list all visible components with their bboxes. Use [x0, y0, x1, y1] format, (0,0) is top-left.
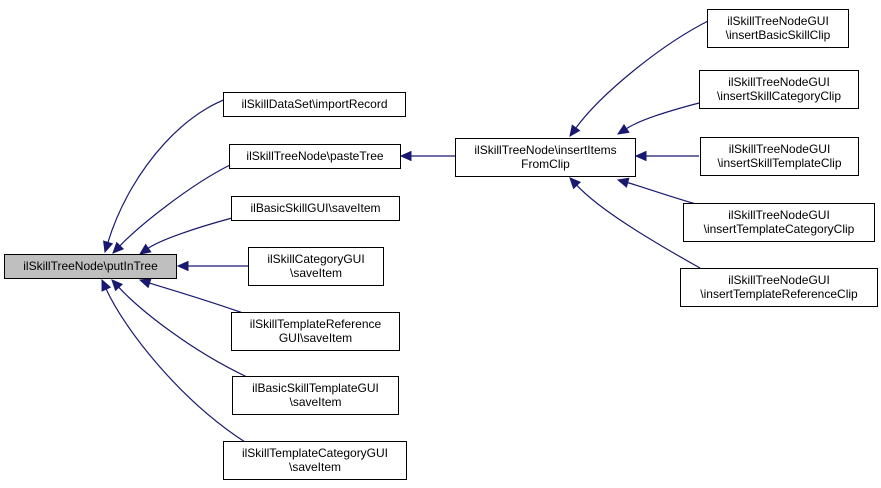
node-basicSave[interactable]: ilBasicSkillGUI\saveItem [231, 196, 400, 221]
node-label: \saveItem [289, 395, 341, 409]
node-box [223, 441, 407, 480]
node-label: ilSkillCategoryGUI [267, 252, 364, 266]
node-box [683, 203, 875, 242]
node-label: ilSkillTemplateCategoryGUI [242, 446, 388, 460]
node-label: \insertBasicSkillClip [726, 28, 831, 42]
node-categorySave[interactable]: ilSkillCategoryGUI\saveItem [248, 247, 384, 286]
arrowhead-insertTemplateReference-to-insertItems [569, 177, 582, 190]
node-box [231, 312, 400, 351]
arrowhead-templateCategorySave-to-root [101, 278, 112, 292]
node-label: ilSkillTreeNodeGUI [728, 273, 830, 287]
node-basicTemplateSave[interactable]: ilBasicSkillTemplateGUI\saveItem [232, 376, 399, 415]
node-box [455, 138, 636, 177]
node-label: ilSkillTreeNodeGUI [729, 142, 831, 156]
arrowhead-basicSave-to-root [139, 243, 152, 255]
arrowhead-pasteTree-to-root [112, 241, 125, 254]
edge-basicSave-to-root [147, 217, 233, 249]
arrowhead-basicTemplateSave-to-root [111, 279, 124, 292]
arrowhead-importRecord-to-root [103, 240, 114, 254]
node-box [707, 9, 849, 48]
node-insertBasic[interactable]: ilSkillTreeNodeGUI\insertBasicSkillClip [707, 9, 849, 48]
node-label: ilSkillDataSet\importRecord [241, 97, 387, 111]
node-importRecord[interactable]: ilSkillDataSet\importRecord [223, 92, 406, 117]
node-label: \insertSkillCategoryClip [717, 89, 841, 103]
node-box [231, 196, 400, 221]
node-box [223, 92, 406, 117]
node-templateCategorySave[interactable]: ilSkillTemplateCategoryGUI\saveItem [223, 441, 407, 480]
arrowhead-insertBasic-to-insertItems [569, 124, 581, 137]
arrowhead-insertCategory-to-insertItems [616, 123, 630, 135]
node-label: ilBasicSkillGUI\saveItem [250, 201, 380, 215]
node-label: \insertTemplateReferenceClip [700, 287, 858, 301]
node-insertTemplateCategory[interactable]: ilSkillTreeNodeGUI\insertTemplateCategor… [683, 203, 875, 242]
node-label: ilSkillTreeNode\pasteTree [246, 149, 383, 163]
arrowhead-categorySave-to-root [176, 260, 189, 272]
node-label: ilSkillTreeNode\insertItems [474, 143, 616, 157]
node-box [4, 254, 177, 279]
node-label: \insertSkillTemplateClip [717, 156, 841, 170]
node-insertTemplate[interactable]: ilSkillTreeNodeGUI\insertSkillTemplateCl… [700, 137, 859, 176]
nodes-layer: ilSkillTreeNode\putInTree ilSkillDataSet\… [4, 9, 878, 480]
edge-insertTemplateCategory-to-insertItems [627, 182, 697, 205]
edge-pasteTree-to-root [119, 164, 231, 247]
node-label: \saveItem [290, 266, 342, 280]
node-box [680, 268, 878, 307]
node-root[interactable]: ilSkillTreeNode\putInTree [4, 254, 177, 279]
edge-templateCategorySave-to-root [105, 288, 246, 443]
node-label: \insertTemplateCategoryClip [704, 222, 855, 236]
node-insertTemplateReference[interactable]: ilSkillTreeNodeGUI\insertTemplateReferen… [680, 268, 878, 307]
node-label: \saveItem [289, 460, 341, 474]
node-box [232, 376, 399, 415]
edge-basicTemplateSave-to-root [118, 286, 248, 378]
node-box [248, 247, 384, 286]
node-label: ilBasicSkillTemplateGUI [252, 381, 379, 395]
node-box [700, 137, 859, 176]
node-label: ilSkillTreeNodeGUI [728, 208, 830, 222]
arrowhead-insertTemplate-to-insertItems [634, 150, 647, 162]
node-box [229, 144, 401, 169]
edge-insertCategory-to-insertItems [626, 102, 700, 130]
edge-templateRefSave-to-root [149, 282, 244, 314]
node-label: GUI\saveItem [279, 331, 352, 345]
node-label: ilSkillTreeNode\putInTree [23, 259, 158, 273]
node-label: ilSkillTemplateReference [250, 317, 382, 331]
edge-insertTemplateReference-to-insertItems [576, 184, 701, 269]
node-box [699, 70, 859, 109]
edge-insertBasic-to-insertItems [575, 19, 711, 129]
arrowhead-insertItems-to-pasteTree [399, 150, 412, 162]
node-label: FromClip [521, 157, 570, 171]
node-label: ilSkillTreeNodeGUI [727, 14, 829, 28]
node-insertCategory[interactable]: ilSkillTreeNodeGUI\insertSkillCategoryCl… [699, 70, 859, 109]
node-pasteTree[interactable]: ilSkillTreeNode\pasteTree [229, 144, 401, 169]
edges-layer [101, 19, 711, 443]
arrowhead-templateRefSave-to-root [138, 278, 152, 289]
arrowhead-insertTemplateCategory-to-insertItems [616, 177, 630, 188]
node-label: ilSkillTreeNodeGUI [728, 75, 830, 89]
